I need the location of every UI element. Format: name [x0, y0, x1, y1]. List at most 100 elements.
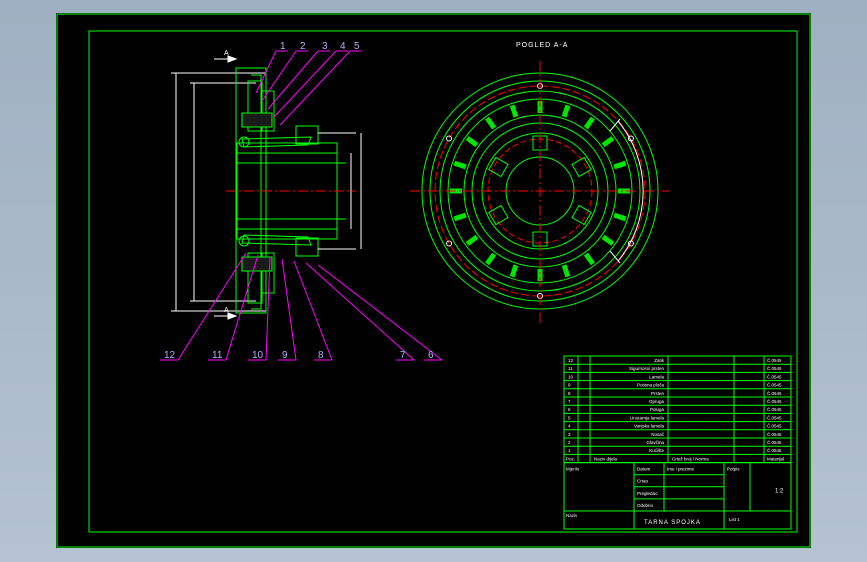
- callout-number: 6: [428, 350, 434, 361]
- title-block-label: Mjerilo: [566, 467, 580, 472]
- callout-number: 8: [318, 350, 324, 361]
- part-name: Sigurnosni prsten: [629, 366, 665, 371]
- title-block-label: Crtao: [637, 479, 649, 484]
- callout-leader: [177, 252, 247, 361]
- part-material: Č.0545: [767, 406, 782, 412]
- disc-slot: [561, 104, 571, 118]
- disc-slot: [453, 212, 467, 222]
- disc-slot: [613, 160, 627, 170]
- section-mark-top: A: [224, 50, 229, 57]
- callout-leader: [225, 254, 259, 361]
- title-block-frame: [563, 462, 792, 530]
- callout-number: 12: [164, 350, 176, 361]
- disc-slot: [509, 104, 519, 118]
- disc-slot: [601, 136, 615, 148]
- callout-leader: [255, 50, 277, 94]
- part-material: Č.0545: [767, 382, 782, 388]
- part-pos: 2: [568, 440, 571, 445]
- part-material: Č.0545: [767, 423, 782, 429]
- parts-list-header: Crtež broj / Norma: [672, 456, 709, 461]
- bolt-hole: [446, 240, 453, 247]
- part-pos: 12: [568, 358, 574, 363]
- part-name: Opruga: [649, 399, 665, 404]
- disc-slot: [613, 212, 627, 222]
- part-pos: 1: [568, 448, 571, 453]
- part-name: Lamela: [649, 374, 664, 379]
- disc-slot: [485, 252, 497, 266]
- callout-leader: [317, 264, 443, 361]
- part-pos: 11: [568, 366, 573, 371]
- sheet-number: List 1: [729, 517, 740, 522]
- callout-number: 9: [282, 350, 288, 361]
- disc-slot: [583, 252, 595, 266]
- part-name: Unutarnja lamela: [630, 415, 665, 420]
- title-block-label: Naziv: [566, 513, 578, 518]
- part-name: Glavčina: [646, 440, 664, 445]
- lever-block: [488, 156, 509, 178]
- disc-slot: [583, 116, 595, 130]
- part-material: Č.0545: [767, 431, 782, 437]
- part-name: Kućište: [649, 448, 664, 453]
- title-block-label: Ime i prezime: [667, 467, 695, 472]
- part-material: Č.0545: [767, 439, 782, 445]
- callout-leader: [261, 50, 297, 102]
- callout-number: 10: [252, 350, 264, 361]
- callout-leader: [267, 50, 319, 110]
- part-name: Prsten: [651, 391, 665, 396]
- part-material: Č.0545: [767, 390, 782, 396]
- callout-leader: [293, 260, 333, 361]
- part-material: Č.0545: [767, 357, 782, 363]
- lever-block: [571, 204, 592, 226]
- angle-dimension: [617, 120, 644, 262]
- part-pos: 9: [568, 383, 571, 388]
- disc-slot: [601, 234, 615, 246]
- part-material: Č.0545: [767, 398, 782, 404]
- circular-view: [410, 61, 670, 326]
- part-material: Č.0545: [767, 365, 782, 371]
- callout-number: 2: [300, 41, 306, 52]
- parts-list-header: Naziv dijela: [594, 456, 618, 461]
- section-marker-top: [214, 55, 238, 63]
- part-pos: 5: [568, 415, 571, 420]
- inner-frame: [88, 30, 798, 533]
- part-pos: 7: [568, 399, 571, 404]
- part-name: Zatik: [654, 358, 665, 363]
- title-block-label: Datum: [637, 467, 651, 472]
- section-mark-bottom: A: [224, 307, 229, 314]
- dimension-leader: [609, 250, 621, 264]
- bolt-hole: [446, 135, 453, 142]
- disc-slot: [465, 234, 479, 246]
- section-marker-bottom: [214, 312, 238, 320]
- part-name: Poluga: [650, 407, 665, 412]
- disc-slot: [561, 264, 571, 278]
- part-pos: 3: [568, 432, 571, 437]
- part-material: Č.0545: [767, 414, 782, 420]
- callout-leader: [279, 50, 351, 126]
- disc-slot: [453, 160, 467, 170]
- callout-leader: [265, 256, 271, 361]
- drawing-title: TARNA SPOJKA: [644, 520, 701, 526]
- callout-leader: [273, 50, 337, 118]
- callout-leader: [281, 258, 297, 361]
- part-material: Č.0545: [767, 447, 782, 453]
- part-name: Nosač: [651, 432, 665, 437]
- dimension-leader: [609, 118, 621, 132]
- disc-slot: [465, 136, 479, 148]
- callout-number: 7: [400, 350, 406, 361]
- lever-block: [488, 204, 509, 226]
- part-pos: 8: [568, 391, 571, 396]
- callout-number: 3: [322, 41, 328, 52]
- outer-frame: [56, 13, 811, 548]
- callout-number: 1: [280, 41, 286, 52]
- disc-slot: [509, 264, 519, 278]
- title-block-label: Pregledao: [637, 491, 658, 496]
- callout-number: 5: [354, 41, 360, 52]
- parts-list-header: Poz.: [566, 456, 575, 461]
- title-block-label: Potpis: [727, 467, 740, 472]
- callout-leader: [305, 262, 415, 361]
- part-name: Vanjska lamela: [634, 424, 665, 429]
